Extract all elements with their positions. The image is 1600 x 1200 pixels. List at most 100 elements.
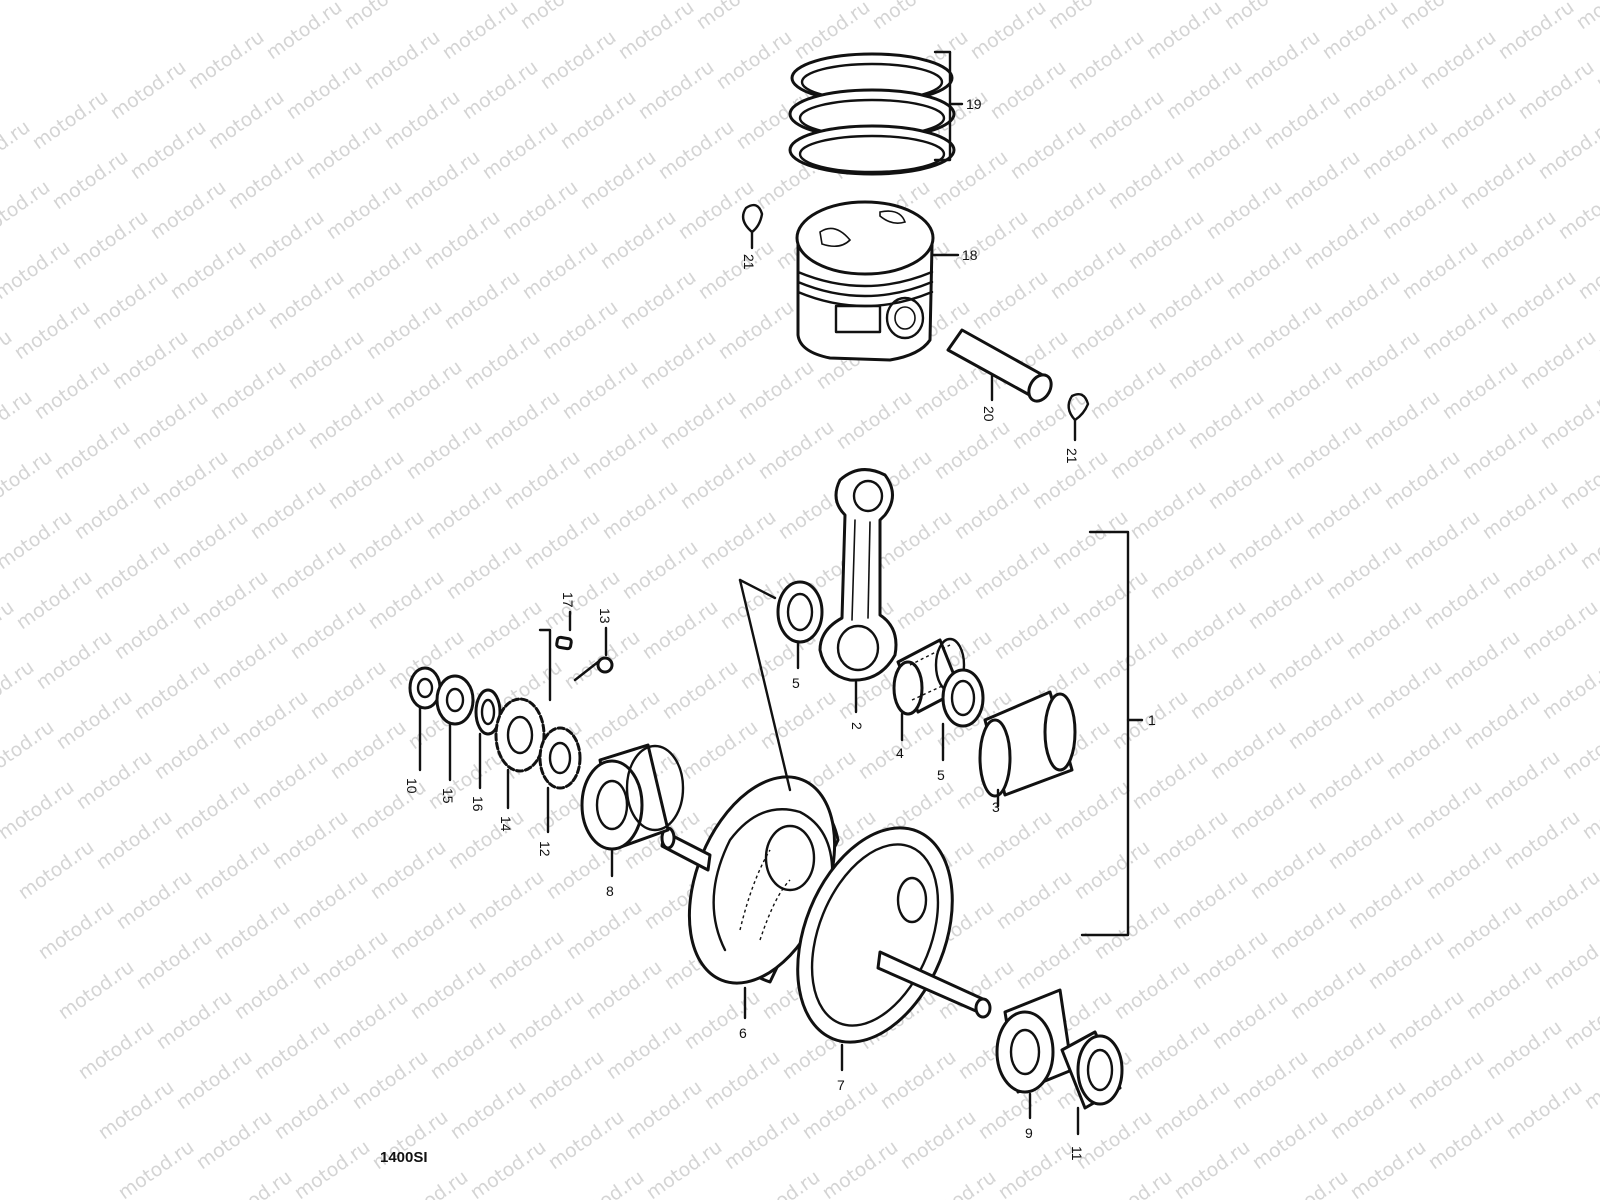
watermark-text: motod.ru [1148,806,1232,874]
watermark-text: motod.ru [1440,626,1524,694]
watermark-text: motod.ru [342,236,426,304]
watermark-text: motod.ru [172,1046,256,1114]
watermark-text: motod.ru [868,0,952,34]
watermark-text: motod.ru [1460,686,1544,754]
callout-11: 11 [1069,1146,1085,1161]
watermark-text: motod.ru [1126,476,1210,544]
watermark-text: motod.ru [248,746,332,814]
watermark-text: motod.ru [1182,116,1266,184]
callout-9: 9 [1025,1125,1033,1141]
watermark-text: motod.ru [578,416,662,484]
watermark-text: motod.ru [1344,866,1428,934]
watermark-text: motod.ru [1162,56,1246,124]
watermark-text: motod.ru [68,206,152,274]
watermark-text: motod.ru [344,506,428,574]
watermark-text: motod.ru [634,56,718,124]
watermark-text: motod.ru [114,1136,198,1200]
watermark-text: motod.ru [150,716,234,784]
callout-7: 7 [837,1077,845,1093]
watermark-text: motod.ru [110,596,194,664]
watermark-text: motod.ru [1476,206,1560,274]
watermark-text: motod.ru [1224,506,1308,574]
diagram-code: 1400SI [380,1149,428,1166]
callout-6: 6 [739,1025,747,1041]
watermark-text: motod.ru [712,26,796,94]
callout-16: 16 [470,796,486,812]
watermark-text: motod.ru [972,806,1056,874]
watermark-text: motod.ru [1422,836,1506,904]
watermark-text: motod.ru [596,206,680,274]
callout-10: 10 [404,778,420,794]
watermark-text: motod.ru [1222,236,1306,304]
watermark-text: motod.ru [1478,476,1562,544]
watermark-text: motod.ru [1184,386,1268,454]
watermark-text: motod.ru [168,506,252,574]
watermark-text: motod.ru [1574,236,1600,304]
watermark-text: motod.ru [1340,326,1424,394]
watermark-text: motod.ru [1418,296,1502,364]
callout-2: 2 [849,722,865,730]
callout-19: 19 [966,96,982,112]
watermark-text: motod.ru [1516,326,1600,394]
watermark-text: motod.ru [90,536,174,604]
watermark-text: motod.ru [230,956,314,1024]
watermark-text: motod.ru [970,536,1054,604]
watermark-text: motod.ru [288,866,372,934]
watermark-text: motod.ru [950,476,1034,544]
watermark-text: motod.ru [1538,656,1600,724]
watermark-text: motod.ru [208,626,292,694]
watermark-text: motod.ru [1286,956,1370,1024]
callout-5a: 5 [792,675,800,691]
watermark-text: motod.ru [166,236,250,304]
watermark-text: motod.ru [304,386,388,454]
watermark-text: motod.ru [1146,536,1230,604]
watermark-text: motod.ru [990,596,1074,664]
watermark-text: motod.ru [464,866,548,934]
crankshaft-assembly-bracket [738,530,1144,937]
watermark-text: motod.ru [1090,896,1174,964]
watermark-text: motod.ru [1518,596,1600,664]
watermark-text: motod.ru [0,716,58,784]
watermark-text: motod.ru [1186,656,1270,724]
watermark-text: motod.ru [696,506,780,574]
watermark-text: motod.ru [700,1046,784,1114]
watermark-text: motod.ru [360,26,444,94]
watermark-text: motod.ru [0,446,56,514]
watermark-text: motod.ru [1044,0,1128,34]
watermark-text: motod.ru [1502,1076,1586,1144]
watermark-text: motod.ru [324,446,408,514]
watermark-text: motod.ru [366,836,450,904]
watermark-text: motod.ru [1404,1046,1488,1114]
watermark-text: motod.ru [0,326,16,394]
watermark-text: motod.ru [1046,236,1130,304]
watermark-text: motod.ru [0,236,74,304]
watermark-text: motod.ru [656,386,740,454]
watermark-text: motod.ru [818,1136,902,1200]
watermark-text: motod.ru [0,386,36,454]
watermark-text: motod.ru [614,0,698,64]
watermark-text: motod.ru [1520,866,1600,934]
watermark-text: motod.ru [50,416,134,484]
watermark-text: motod.ru [1228,1046,1312,1114]
callout-15: 15 [440,788,456,804]
watermark-text: motod.ru [658,656,742,724]
crank-pin [978,690,1077,808]
watermark-text: motod.ru [1128,746,1212,814]
watermark-text: motod.ru [946,0,1030,4]
watermark-text: motod.ru [1266,896,1350,964]
watermark-text: motod.ru [268,806,352,874]
watermark-text: motod.ru [1306,1016,1390,1084]
watermark-text: motod.ru [618,536,702,604]
watermark-text: motod.ru [1318,0,1402,64]
watermark-text: motod.ru [1536,386,1600,454]
watermark-text: motod.ru [322,176,406,244]
watermark-text: motod.ru [466,1136,550,1200]
watermark-text: motod.ru [580,686,664,754]
callout-13: 13 [597,608,613,624]
watermark-text: motod.ru [1168,866,1252,934]
watermark-text: motod.ru [1572,0,1600,34]
callout-labels: 1 2 3 4 5 5 6 7 8 9 10 11 12 13 14 15 16… [404,96,1156,1161]
piston [795,200,960,362]
watermark-text: motod.ru [146,176,230,244]
watermark-text: motod.ru [1248,1106,1332,1174]
